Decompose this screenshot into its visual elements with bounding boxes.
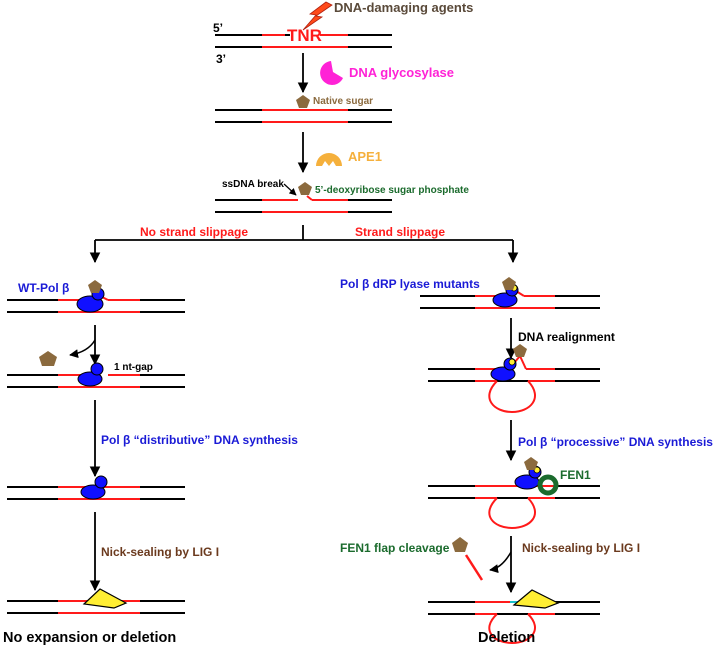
pol-beta-icon	[76, 287, 105, 313]
lig1-icon	[512, 589, 560, 609]
mutants-label: Pol β dRP lyase mutants	[340, 277, 480, 291]
drp-sugar-icon	[298, 182, 312, 195]
realignment-label: DNA realignment	[518, 330, 615, 344]
left-outcome-label: No expansion or deletion	[3, 630, 176, 646]
released-sugar-icon	[39, 351, 57, 366]
break-pointer-arrow	[283, 183, 297, 196]
pol-beta-icon	[77, 362, 104, 387]
left-synthesis-label: Pol β “distributive” DNA synthesis	[101, 433, 298, 447]
deoxyribose-label: 5’-deoxyribose sugar phosphate	[315, 185, 469, 196]
flap-cleavage-label: FEN1 flap cleavage	[340, 541, 450, 555]
native-sugar-label: Native sugar	[313, 96, 373, 107]
pol-beta-icon	[80, 475, 108, 500]
wt-pol-label: WT-Pol β	[18, 281, 69, 295]
glycosylase-label: DNA glycosylase	[349, 65, 454, 80]
right-duplex-1	[420, 290, 600, 309]
dna-duplex-3	[215, 195, 392, 213]
native-sugar-icon	[296, 95, 310, 108]
fen1-icon	[537, 474, 559, 496]
lig1-icon	[82, 588, 128, 609]
branch-left-label: No strand slippage	[140, 225, 248, 239]
sugar-release-arrow	[69, 339, 96, 359]
tnr-label: TNR	[287, 26, 322, 45]
sugar-icon	[88, 280, 102, 293]
left-ligation-label: Nick-sealing by LIG I	[101, 545, 219, 559]
right-ligation-label: Nick-sealing by LIG I	[522, 541, 640, 555]
damage-label: DNA-damaging agents	[334, 0, 473, 15]
ssdna-break-label: ssDNA break	[222, 179, 284, 190]
right-duplex-3	[428, 485, 600, 530]
branch-connector	[89, 225, 519, 264]
glycosylase-icon	[320, 61, 343, 85]
sugar-icon	[524, 457, 538, 470]
dna-duplex-1	[215, 34, 392, 48]
right-duplex-4	[428, 601, 600, 645]
branch-right-label: Strand slippage	[355, 225, 445, 239]
flap-release-arrow	[489, 551, 512, 574]
pol-beta-mutant-icon	[490, 357, 517, 382]
left-duplex-1	[7, 295, 185, 313]
right-outcome-label: Deletion	[478, 630, 535, 646]
flap-fragment-icon	[452, 537, 484, 581]
sugar-icon	[502, 277, 516, 290]
gap-label: 1 nt-gap	[114, 362, 153, 373]
three-prime-label: 3’	[216, 52, 226, 66]
lightning-icon	[302, 1, 333, 31]
ape1-label: APE1	[348, 149, 382, 164]
right-synthesis-label: Pol β “processive” DNA synthesis	[518, 435, 713, 449]
dna-duplex-2	[215, 109, 392, 123]
sugar-icon	[513, 344, 527, 357]
fen1-label: FEN1	[560, 468, 591, 482]
five-prime-label: 5’	[213, 21, 223, 35]
ape1-icon	[316, 153, 342, 166]
